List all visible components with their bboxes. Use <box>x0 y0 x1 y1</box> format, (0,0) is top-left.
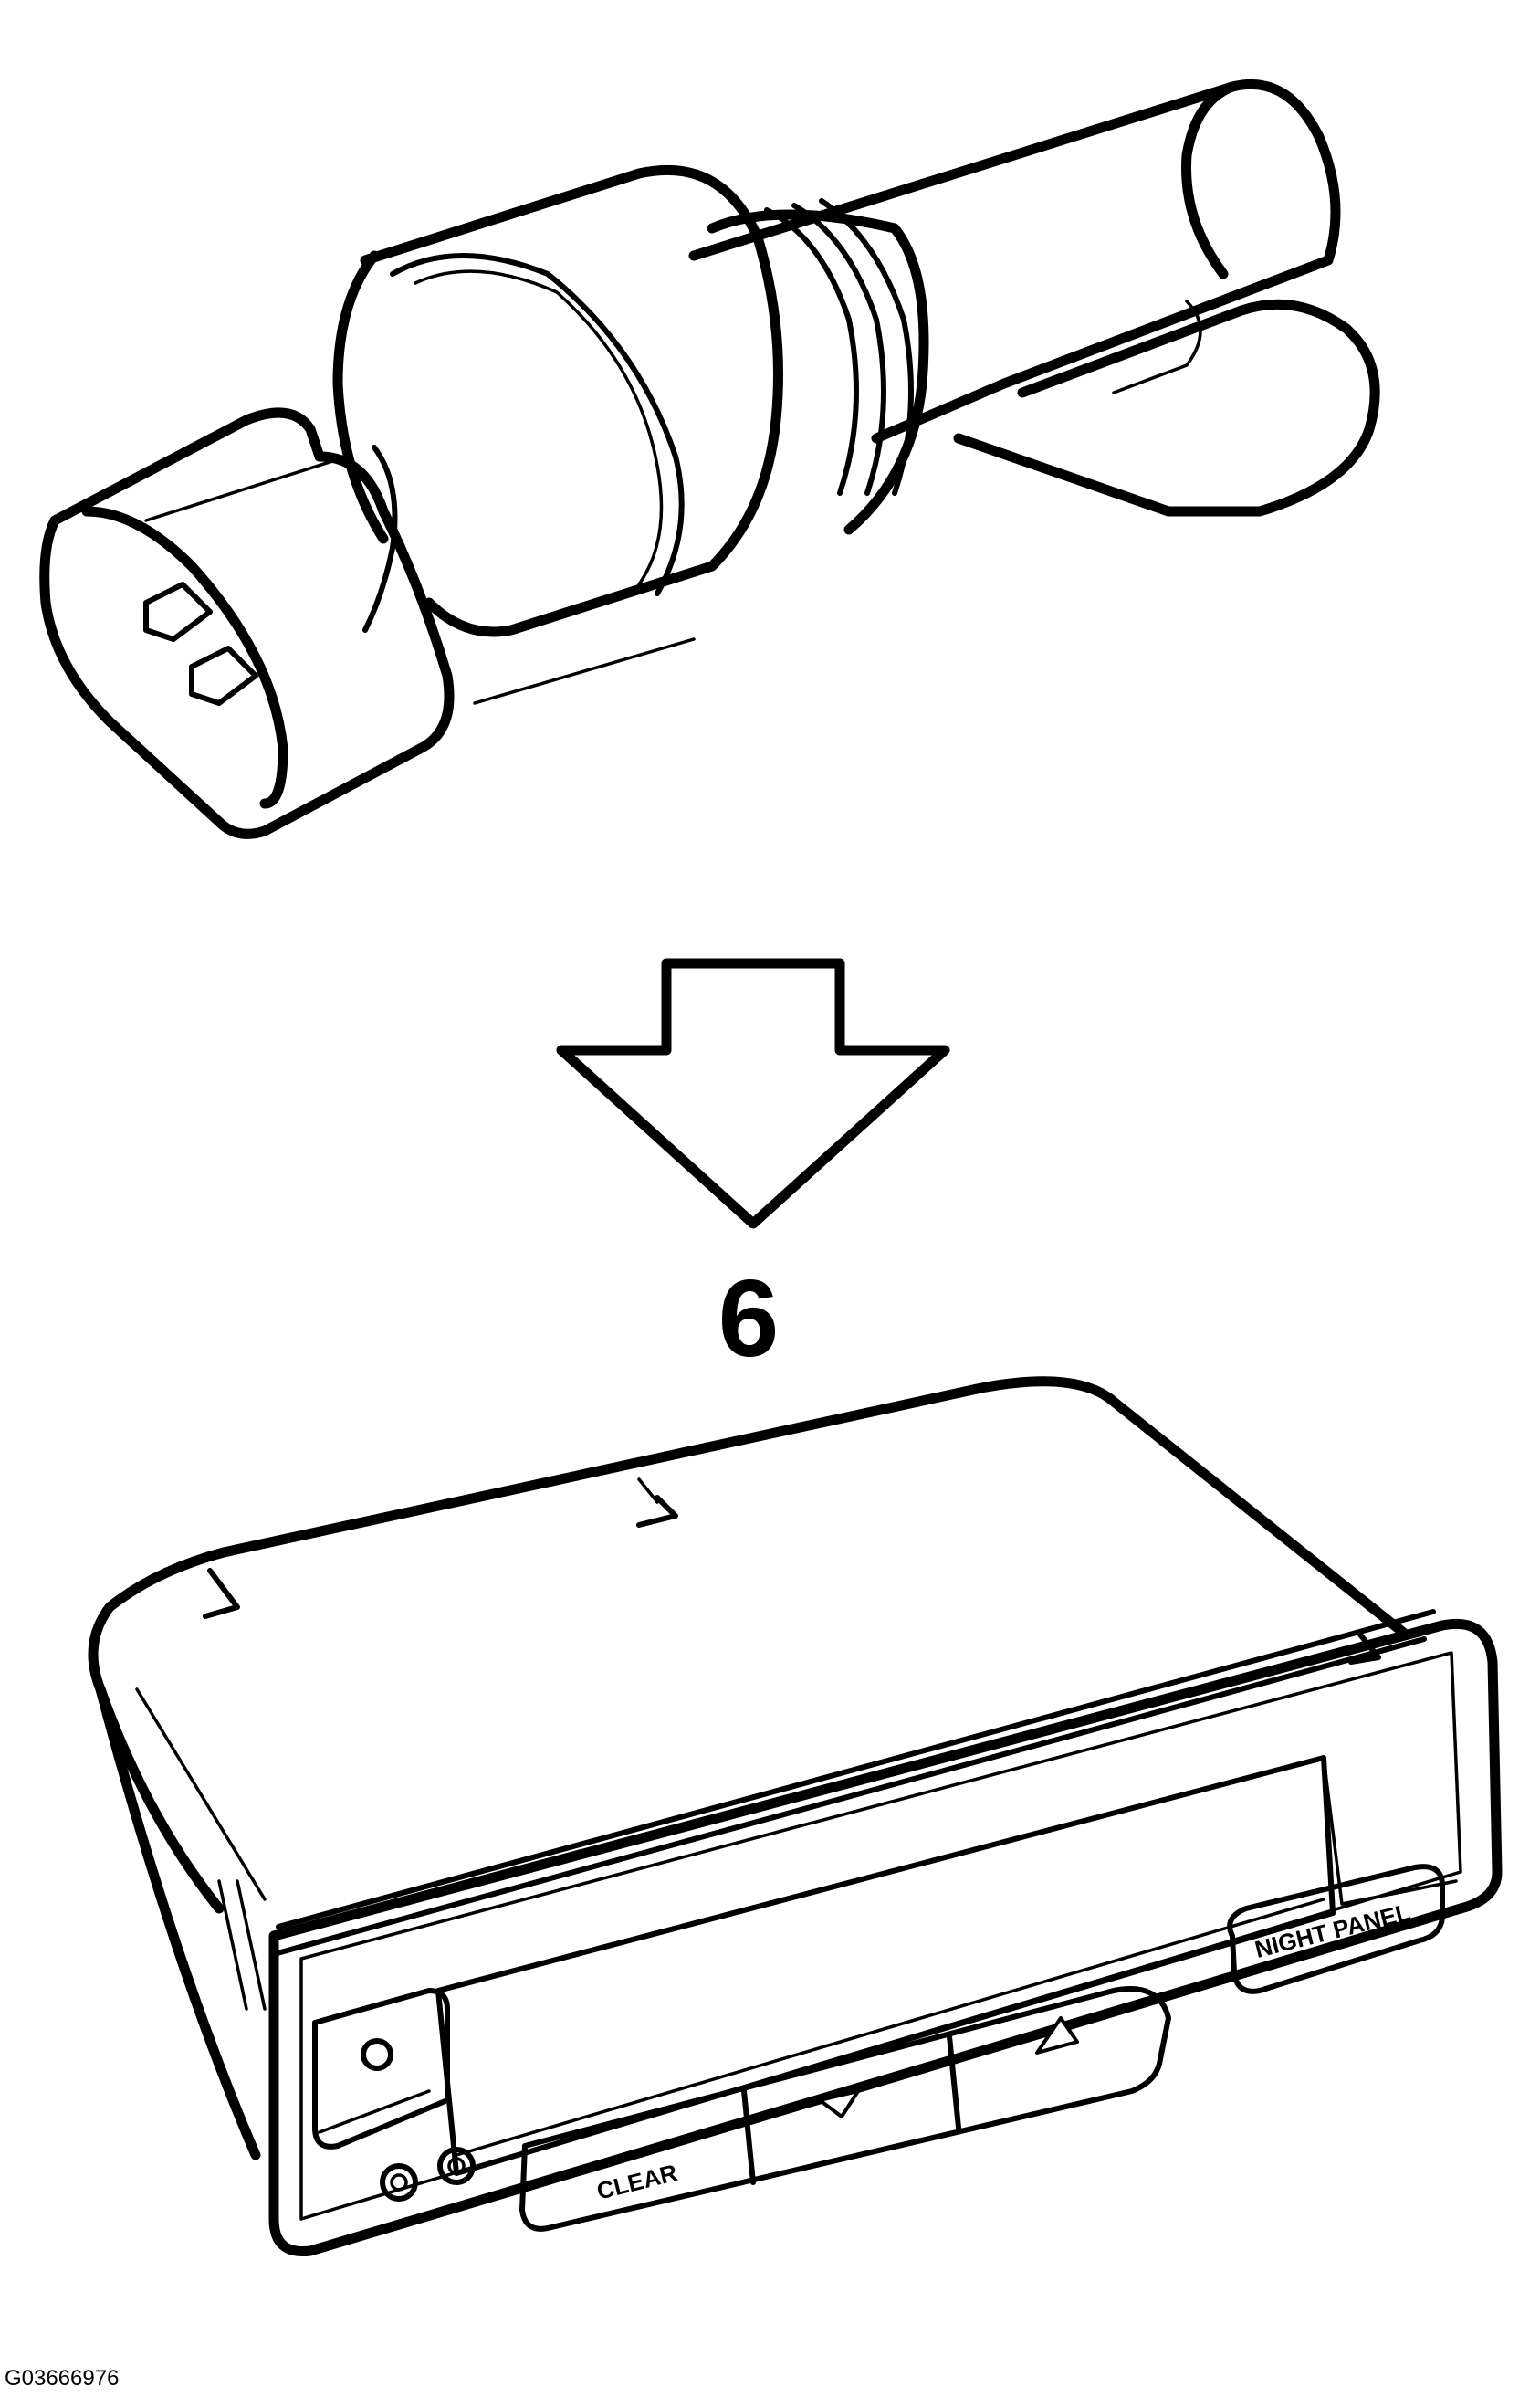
triangle-down-icon <box>818 2089 860 2118</box>
triangle-up-icon <box>1035 2016 1079 2055</box>
figure-code: G03666976 <box>5 2366 119 2391</box>
scroll-up-button[interactable] <box>1035 2016 1079 2055</box>
scroll-down-button[interactable] <box>818 2089 860 2118</box>
down-arrow-icon <box>556 958 950 1229</box>
step-number: 6 <box>718 1257 780 1380</box>
sensor-illustration <box>39 79 1380 839</box>
display-unit-illustration <box>88 1376 1503 2257</box>
